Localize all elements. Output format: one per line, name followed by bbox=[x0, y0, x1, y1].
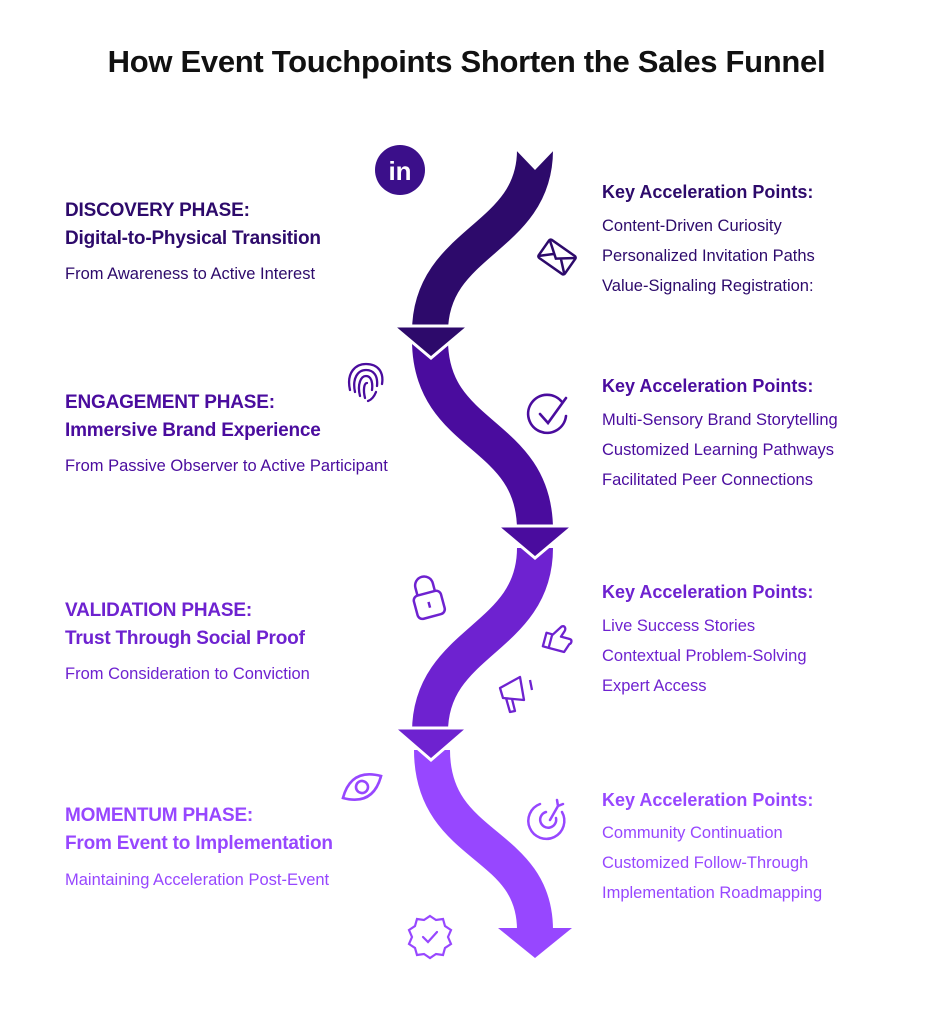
eye-icon bbox=[341, 773, 383, 801]
arrow-head-1 bbox=[388, 324, 474, 360]
check-circle-icon bbox=[526, 393, 568, 435]
phase-name: DISCOVERY PHASE: bbox=[65, 200, 250, 221]
page-title: How Event Touchpoints Shorten the Sales … bbox=[0, 44, 933, 80]
key-points-heading: Key Acceleration Points: bbox=[602, 182, 814, 202]
key-point: Value-Signaling Registration: bbox=[602, 277, 814, 295]
title-bold: Event Touchpoints bbox=[180, 44, 453, 79]
key-points-heading: Key Acceleration Points: bbox=[602, 790, 814, 810]
phase-subtitle: Trust Through Social Proof bbox=[65, 628, 305, 649]
key-point: Customized Follow-Through bbox=[602, 854, 809, 872]
arrow-tail-notch bbox=[512, 146, 558, 170]
key-points-heading: Key Acceleration Points: bbox=[602, 376, 814, 396]
envelope-icon bbox=[537, 238, 577, 276]
phase-description: From Passive Observer to Active Particip… bbox=[65, 457, 388, 475]
arrow-head-2 bbox=[492, 524, 578, 560]
phase-subtitle: Digital-to-Physical Transition bbox=[65, 228, 321, 249]
linkedin-icon: in bbox=[375, 145, 425, 195]
key-point: Personalized Invitation Paths bbox=[602, 247, 815, 265]
phase-description: From Awareness to Active Interest bbox=[65, 265, 316, 283]
arrow-head-4 bbox=[498, 928, 572, 958]
key-point: Expert Access bbox=[602, 677, 707, 695]
lock-icon bbox=[412, 575, 447, 621]
phase-description: Maintaining Acceleration Post-Event bbox=[65, 871, 330, 889]
title-pre: How bbox=[107, 44, 181, 79]
phase-subtitle: Immersive Brand Experience bbox=[65, 420, 321, 441]
fingerprint-icon bbox=[347, 362, 384, 403]
phase-subtitle: From Event to Implementation bbox=[65, 833, 333, 854]
key-point: Content-Driven Curiosity bbox=[602, 217, 782, 235]
phase-name: ENGAGEMENT PHASE: bbox=[65, 392, 275, 413]
key-point: Multi-Sensory Brand Storytelling bbox=[602, 411, 838, 429]
target-icon bbox=[527, 798, 566, 841]
arrow-body-2 bbox=[412, 339, 553, 531]
key-point: Contextual Problem-Solving bbox=[602, 647, 807, 665]
arrow-body-3 bbox=[412, 547, 553, 733]
key-point: Customized Learning Pathways bbox=[602, 441, 835, 459]
megaphone-icon bbox=[498, 675, 534, 714]
key-point: Implementation Roadmapping bbox=[602, 884, 823, 902]
verified-badge-icon bbox=[407, 914, 453, 960]
key-point: Facilitated Peer Connections bbox=[602, 471, 813, 489]
arrow-head-3 bbox=[389, 726, 473, 762]
arrow-body-4 bbox=[414, 749, 553, 931]
key-points-heading: Key Acceleration Points: bbox=[602, 582, 814, 602]
arrow-body-1 bbox=[412, 148, 553, 333]
key-point: Community Continuation bbox=[602, 824, 783, 842]
phase-name: VALIDATION PHASE: bbox=[65, 600, 252, 621]
title-post: Shorten the Sales Funnel bbox=[452, 44, 826, 79]
key-point: Live Success Stories bbox=[602, 617, 756, 635]
thumbs-up-icon bbox=[541, 625, 573, 654]
phase-description: From Consideration to Conviction bbox=[65, 665, 310, 683]
phase-name: MOMENTUM PHASE: bbox=[65, 805, 254, 826]
linkedin-text: in bbox=[388, 156, 411, 186]
